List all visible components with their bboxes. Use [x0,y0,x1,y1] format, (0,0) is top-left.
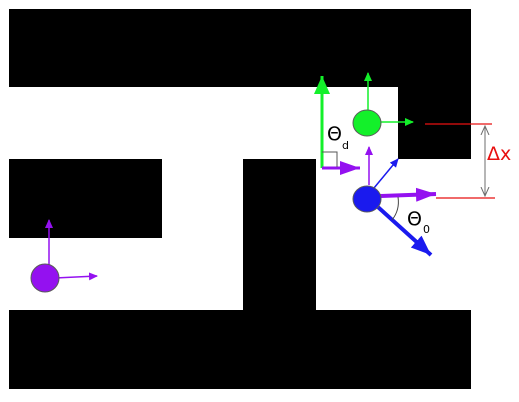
theta-d-label: Θ [327,123,342,145]
delta-x-dimension: Δx [425,123,511,199]
wall-upper-right [398,9,471,159]
right-angle-marker [322,151,338,167]
wall-left-block [9,159,162,238]
wall-bottom [9,310,471,389]
purple-agent-group [30,219,98,293]
maze-walls [9,9,471,389]
theta-0-label: Θ [407,208,422,230]
purple-agent-right-arrow [54,272,98,281]
green-agent [352,109,382,137]
blue-agent-reference-arrow [379,187,437,202]
blue-agent-diagonal-arrow [373,158,399,189]
desired-frame: Θ d [314,76,360,175]
theta-d-subscript: d [342,139,349,152]
green-agent-group [352,72,414,137]
blue-agent-group: Θ 0 [352,146,437,257]
theta-0-subscript: 0 [423,223,430,236]
blue-agent [352,185,382,213]
delta-x-label: Δx [487,143,511,165]
purple-agent [30,263,60,293]
theta-0-arc [391,196,399,221]
blue-agent-heading-arrow [367,197,433,257]
wall-top [9,9,471,87]
